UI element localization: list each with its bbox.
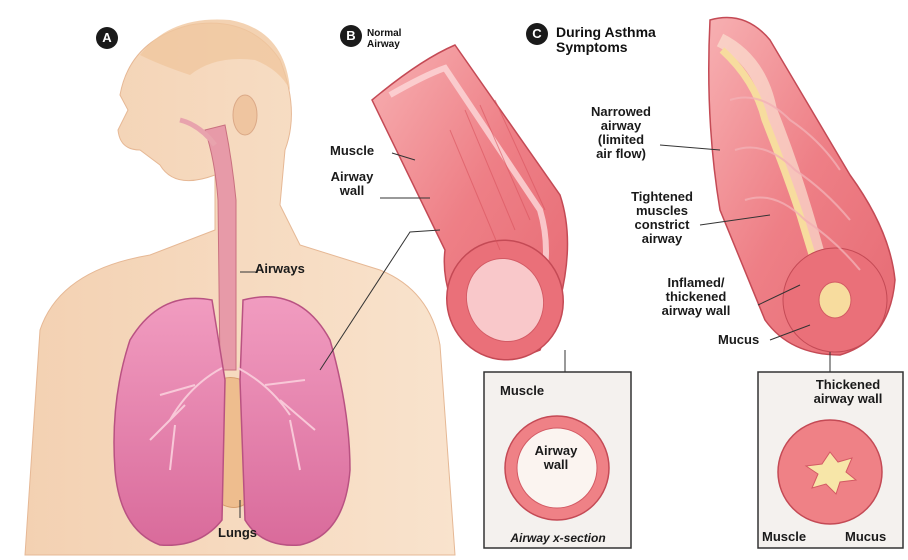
- panel-b-title: Normal Airway: [367, 28, 401, 50]
- xsection-asthma-muscle-label: Muscle: [762, 530, 806, 544]
- xsection-normal-muscle-label: Muscle: [500, 384, 544, 398]
- xsection-normal-wall-label: Airway wall: [528, 444, 584, 472]
- panel-c-title: During Asthma Symptoms: [556, 25, 656, 55]
- xsection-caption: Airway x-section: [488, 531, 628, 545]
- lungs-label: Lungs: [218, 526, 257, 540]
- panel-a-badge: A: [96, 27, 118, 49]
- normal-muscle-label: Muscle: [330, 144, 374, 158]
- mucus-label: Mucus: [718, 333, 759, 347]
- xsection-asthma-mucus-label: Mucus: [845, 530, 886, 544]
- tightened-muscles-label: Tightened muscles constrict airway: [620, 190, 704, 246]
- xsection-thickened-label: Thickened airway wall: [794, 378, 902, 406]
- panel-b-badge: B: [340, 25, 362, 47]
- inflamed-wall-label: Inflamed/ thickened airway wall: [650, 276, 742, 318]
- panel-c-badge: C: [526, 23, 548, 45]
- narrowed-airway-label: Narrowed airway (limited air flow): [578, 105, 664, 161]
- airways-label: Airways: [255, 262, 305, 276]
- normal-airway-wall-label: Airway wall: [328, 170, 376, 198]
